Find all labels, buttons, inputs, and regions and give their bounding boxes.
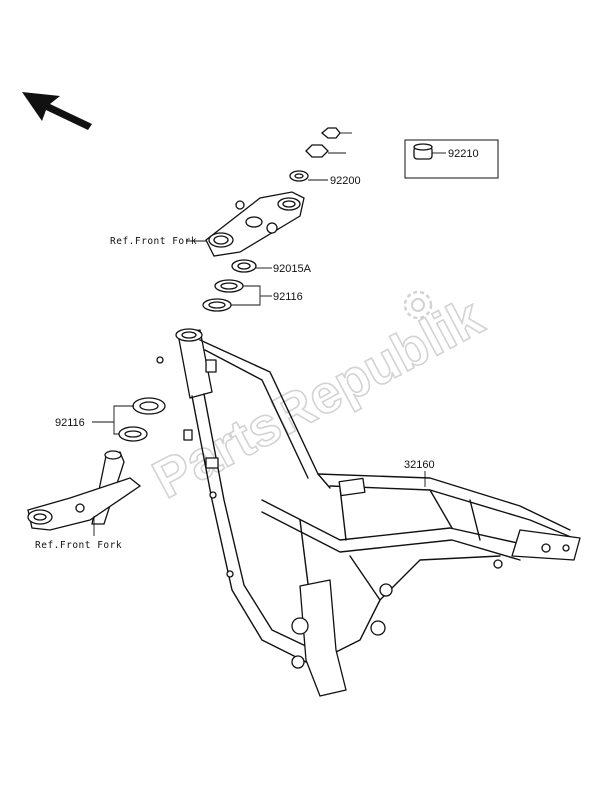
label-92210: 92210: [448, 148, 479, 160]
bearing-lower-icon: [118, 397, 166, 442]
watermark-text: PartsRepublik: [144, 286, 494, 510]
label-32160: 32160: [404, 459, 435, 471]
label-ref-front-fork-top: Ref.Front Fork: [110, 236, 197, 247]
lower-fork-bracket: [27, 450, 142, 531]
watermark-gear-icon: [403, 290, 433, 320]
label-92116-left: 92116: [55, 417, 85, 429]
top-nut-icon: [320, 127, 352, 139]
label-92015a: 92015A: [273, 263, 312, 275]
arrow-up-left-icon: [22, 92, 92, 130]
watermark: PartsRepublik: [143, 285, 494, 510]
label-92200: 92200: [330, 175, 361, 187]
nut-92015a-icon: 92015A: [231, 259, 312, 275]
label-92116-top: 92116: [273, 291, 303, 303]
cap-icon: [413, 143, 433, 160]
washer-92200-icon: 92200: [289, 170, 361, 187]
bearing-upper-icon: [202, 279, 244, 312]
part-92210-box: 92210: [404, 139, 499, 179]
stem-nut-icon: [305, 144, 346, 158]
upper-fork-bracket: [205, 191, 305, 257]
main-frame: [156, 328, 581, 697]
label-ref-front-fork-bottom: Ref.Front Fork: [35, 540, 122, 551]
